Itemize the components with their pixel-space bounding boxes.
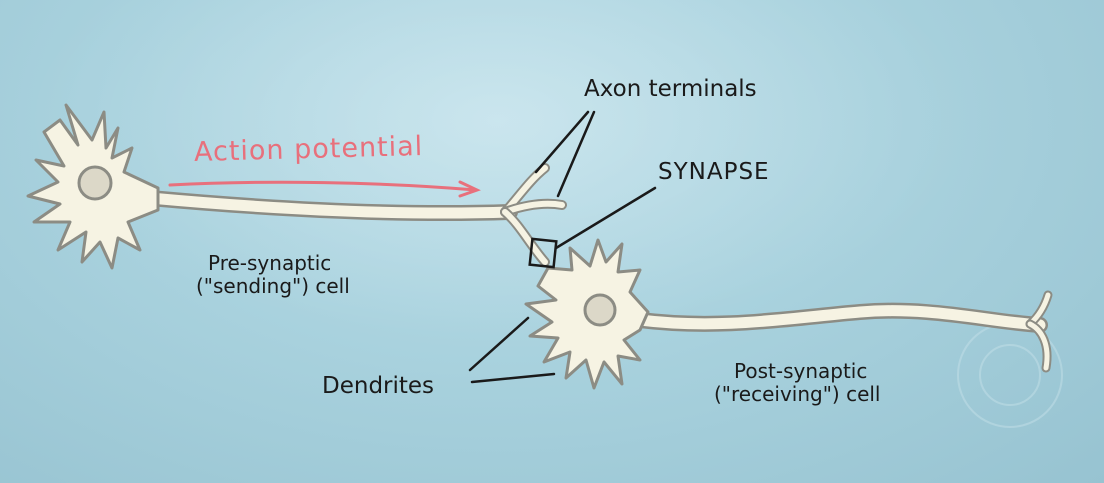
- presynaptic-cell-label: Pre-synaptic ("sending") cell: [196, 251, 350, 298]
- postsynaptic-axon-fill: [634, 305, 1046, 331]
- synapse-label: SYNAPSE: [658, 159, 770, 185]
- postsynaptic-terminal-lower-fill: [1027, 321, 1050, 371]
- background-glow: [20, 0, 980, 340]
- dendrites-label: Dendrites: [322, 373, 435, 399]
- presynaptic-label-line2: ("sending") cell: [196, 274, 350, 298]
- postsynaptic-label-line1: Post-synaptic: [734, 359, 868, 383]
- action-potential-label: Action potential: [193, 131, 424, 168]
- synapse-pointer: [554, 186, 657, 250]
- axon-terminal-lower-fill: [502, 209, 548, 265]
- action-potential-arrow: [168, 180, 481, 198]
- postsynaptic-nucleus: [583, 293, 617, 327]
- dendrites-pointer-lower: [470, 372, 556, 384]
- axon-terminals-label: Axon terminals: [584, 76, 757, 102]
- postsynaptic-neuron: [524, 238, 1053, 390]
- presynaptic-neuron: [26, 103, 567, 270]
- leader-lines: [468, 110, 657, 384]
- postsynaptic-label-line2: ("receiving") cell: [714, 382, 881, 406]
- presynaptic-label-line1: Pre-synaptic: [208, 251, 332, 275]
- dendrites-pointer-upper: [468, 316, 530, 372]
- axon-terminals-pointer-right: [556, 110, 596, 198]
- synapse-box: [528, 237, 558, 269]
- axon-terminals-pointer-left: [534, 110, 590, 174]
- presynaptic-axon-fill: [144, 192, 516, 219]
- presynaptic-nucleus: [77, 165, 113, 201]
- postsynaptic-cell-label: Post-synaptic ("receiving") cell: [714, 359, 880, 406]
